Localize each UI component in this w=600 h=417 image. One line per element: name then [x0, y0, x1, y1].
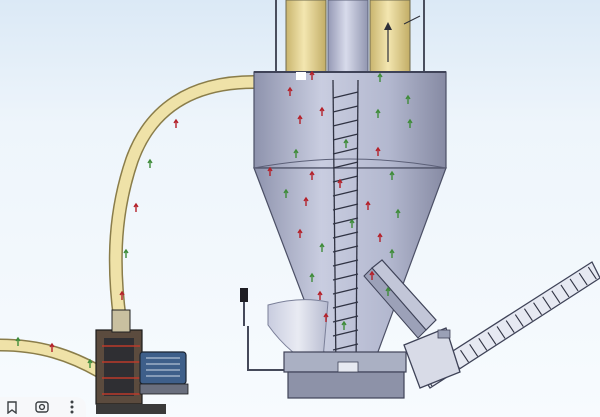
flow-arrow — [323, 312, 329, 322]
incline-flight — [496, 326, 506, 339]
screw-flight — [332, 301, 359, 309]
screw-flight — [332, 217, 359, 225]
flow-arrow — [389, 170, 395, 180]
screw-flight — [332, 189, 359, 197]
flow-arrow — [309, 70, 315, 80]
screw-flight — [332, 133, 359, 141]
image-toolbar — [0, 397, 86, 417]
lens-search-icon — [35, 401, 49, 413]
incline-flight — [460, 349, 469, 363]
feed-tube — [0, 75, 261, 378]
flow-arrow — [365, 200, 371, 210]
screw-flights — [332, 91, 359, 365]
flow-arrow — [407, 118, 413, 128]
incline-flight — [551, 290, 561, 304]
flow-arrow — [283, 188, 289, 198]
flow-arrow — [15, 336, 21, 346]
flow-arrow — [319, 242, 325, 252]
screw-flight — [332, 231, 359, 239]
incline-flight — [523, 308, 533, 321]
flow-arrow — [123, 248, 129, 258]
screw-flight — [332, 329, 359, 337]
flow-arrow — [309, 170, 315, 180]
bookmark-icon — [7, 400, 17, 414]
flow-arrow — [395, 208, 401, 218]
more-vertical-icon — [70, 400, 74, 414]
flow-arrow — [147, 158, 153, 168]
flow-arrow — [385, 286, 391, 296]
material-flow-arrows — [15, 70, 413, 368]
screw-flight — [332, 105, 359, 113]
screw-flight — [332, 175, 359, 183]
flow-arrow — [343, 138, 349, 148]
screw-flight — [332, 287, 359, 295]
discharge-chute — [363, 259, 437, 339]
incline-flight — [587, 266, 597, 280]
flow-arrow — [297, 114, 303, 124]
incline-flight — [505, 320, 515, 333]
flow-arrow — [369, 270, 375, 280]
flow-arrow — [293, 148, 299, 158]
flow-arrow — [375, 108, 381, 118]
screw-flight — [332, 147, 359, 155]
incline-flight — [533, 302, 543, 316]
flow-arrow — [341, 320, 347, 330]
screw-flight — [332, 119, 359, 127]
lens-search-button[interactable] — [34, 399, 50, 415]
bookmark-button[interactable] — [4, 399, 20, 415]
flow-arrow — [319, 106, 325, 116]
incline-flight — [578, 272, 588, 286]
flow-arrow — [405, 94, 411, 104]
flow-arrow — [87, 358, 93, 368]
flow-arrow — [303, 196, 309, 206]
flow-arrow — [375, 146, 381, 156]
base-frame — [240, 288, 407, 399]
flow-arrow — [287, 86, 293, 96]
flow-arrow — [309, 272, 315, 282]
feed-pump-unit — [95, 309, 189, 414]
flow-arrow — [133, 202, 139, 212]
flow-arrow — [337, 178, 343, 188]
flow-arrow — [49, 342, 55, 352]
incline-flight — [560, 284, 570, 298]
screw-flight — [332, 91, 359, 99]
incline-flight — [514, 314, 524, 327]
flow-arrow — [349, 218, 355, 228]
incline-flight — [542, 296, 552, 310]
flow-arrow — [267, 166, 273, 176]
flow-arrow — [119, 290, 125, 300]
incline-flight — [487, 332, 497, 345]
screw-flight — [332, 273, 359, 281]
screw-flight — [332, 245, 359, 253]
screw-flight — [332, 203, 359, 211]
incline-flight — [478, 338, 488, 351]
screw-flight — [332, 315, 359, 323]
flow-arrow — [389, 248, 395, 258]
incline-flight — [469, 343, 479, 357]
vertical-screw-conveyor — [332, 79, 359, 373]
screw-flight — [332, 161, 359, 169]
flow-arrow — [297, 228, 303, 238]
screw-flight — [332, 343, 359, 351]
flow-arrow — [377, 72, 383, 82]
storage-silos — [275, 0, 425, 73]
screw-flight — [332, 259, 359, 267]
inclined-screw-conveyor — [403, 261, 600, 389]
flow-arrow — [317, 290, 323, 300]
more-options-button[interactable] — [64, 399, 80, 415]
flow-arrow — [377, 232, 383, 242]
flow-arrow — [173, 118, 179, 128]
incline-flight — [569, 278, 579, 292]
